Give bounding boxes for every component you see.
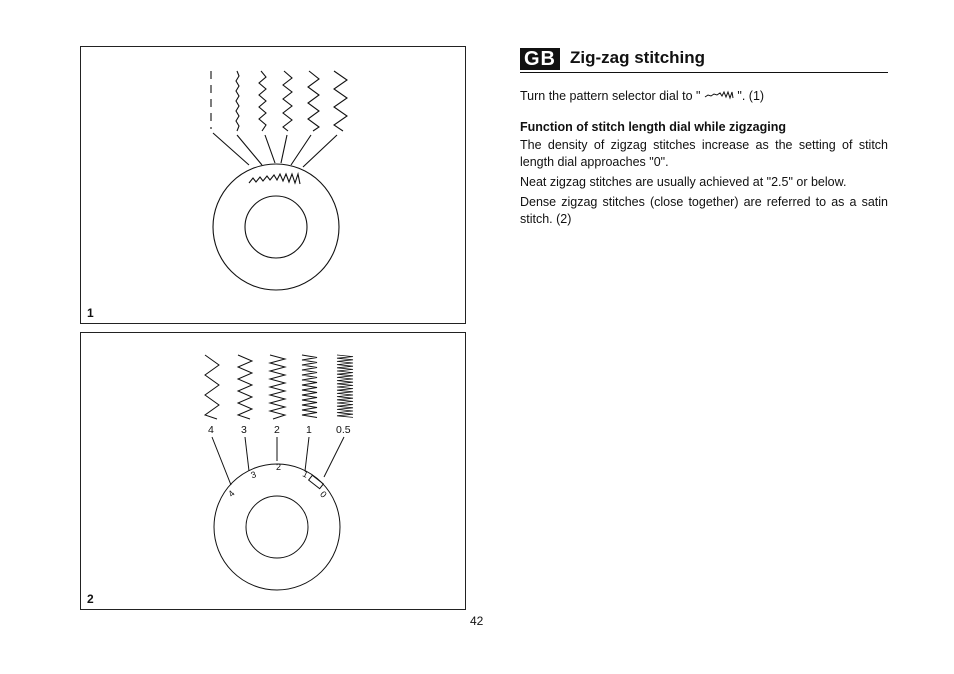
stitch-length-2: [268, 354, 287, 420]
dial-mark-1: 1: [301, 469, 310, 480]
dial-zigzag-symbol-icon: [248, 171, 301, 185]
length-label-2: 2: [274, 424, 280, 436]
zigzag-stitch-4: [307, 70, 320, 132]
intro-instruction: Turn the pattern selector dial to " ". (…: [520, 88, 888, 105]
wide-zigzag-stitch: [333, 70, 348, 132]
intro-text-after: ". (1): [733, 89, 765, 103]
subheading: Function of stitch length dial while zig…: [520, 120, 786, 134]
figure-2-illustration: 4 3 2 1 0.5 4 3 2 1 0: [203, 354, 354, 591]
paragraph-satin: Dense zigzag stitches (close together) a…: [520, 195, 888, 226]
zigzag-stitch-2: [258, 70, 267, 132]
length-label-1: 1: [306, 424, 312, 436]
dial-mark-3: 3: [249, 469, 257, 480]
body-text: The density of zigzag stitches increase …: [520, 137, 888, 231]
length-label-0-5: 0.5: [336, 424, 351, 436]
dial-mark-0: 0: [318, 489, 329, 500]
satin-zone-marker: [307, 474, 325, 490]
stitch-length-0-5: [336, 354, 354, 418]
zigzag-stitch-icon: [704, 88, 734, 105]
figure-1: 1: [80, 46, 466, 324]
stitch-length-1: [301, 354, 318, 418]
length-label-4: 4: [208, 424, 214, 436]
stitch-length-3: [236, 354, 254, 420]
paragraph-neat: Neat zigzag stitches are usually achieve…: [520, 175, 847, 189]
dial-mark-2: 2: [276, 462, 281, 472]
section-title: Zig-zag stitching: [570, 48, 706, 67]
figure-1-number: 1: [87, 306, 94, 320]
section-heading: GB Zig-zag stitching: [520, 46, 888, 73]
zigzag-stitch-3: [282, 70, 293, 132]
dial-center: [244, 195, 308, 259]
dial-mark-4: 4: [226, 488, 237, 499]
length-label-3: 3: [241, 424, 247, 436]
figure-2: 4 3 2 1 0.5 4 3 2 1 0 2: [80, 332, 466, 610]
figure-1-illustration: [210, 70, 348, 291]
stitch-length-dial: [213, 463, 341, 591]
pattern-selector-dial: [212, 163, 340, 291]
page-number: 42: [470, 614, 484, 628]
language-badge: GB: [520, 48, 560, 70]
intro-text-before: Turn the pattern selector dial to ": [520, 89, 704, 103]
figure-2-number: 2: [87, 592, 94, 606]
dial-center: [245, 495, 309, 559]
stitch-length-4: [203, 354, 220, 420]
narrow-zigzag-stitch: [235, 70, 240, 132]
paragraph-density: The density of zigzag stitches increase …: [520, 138, 888, 169]
